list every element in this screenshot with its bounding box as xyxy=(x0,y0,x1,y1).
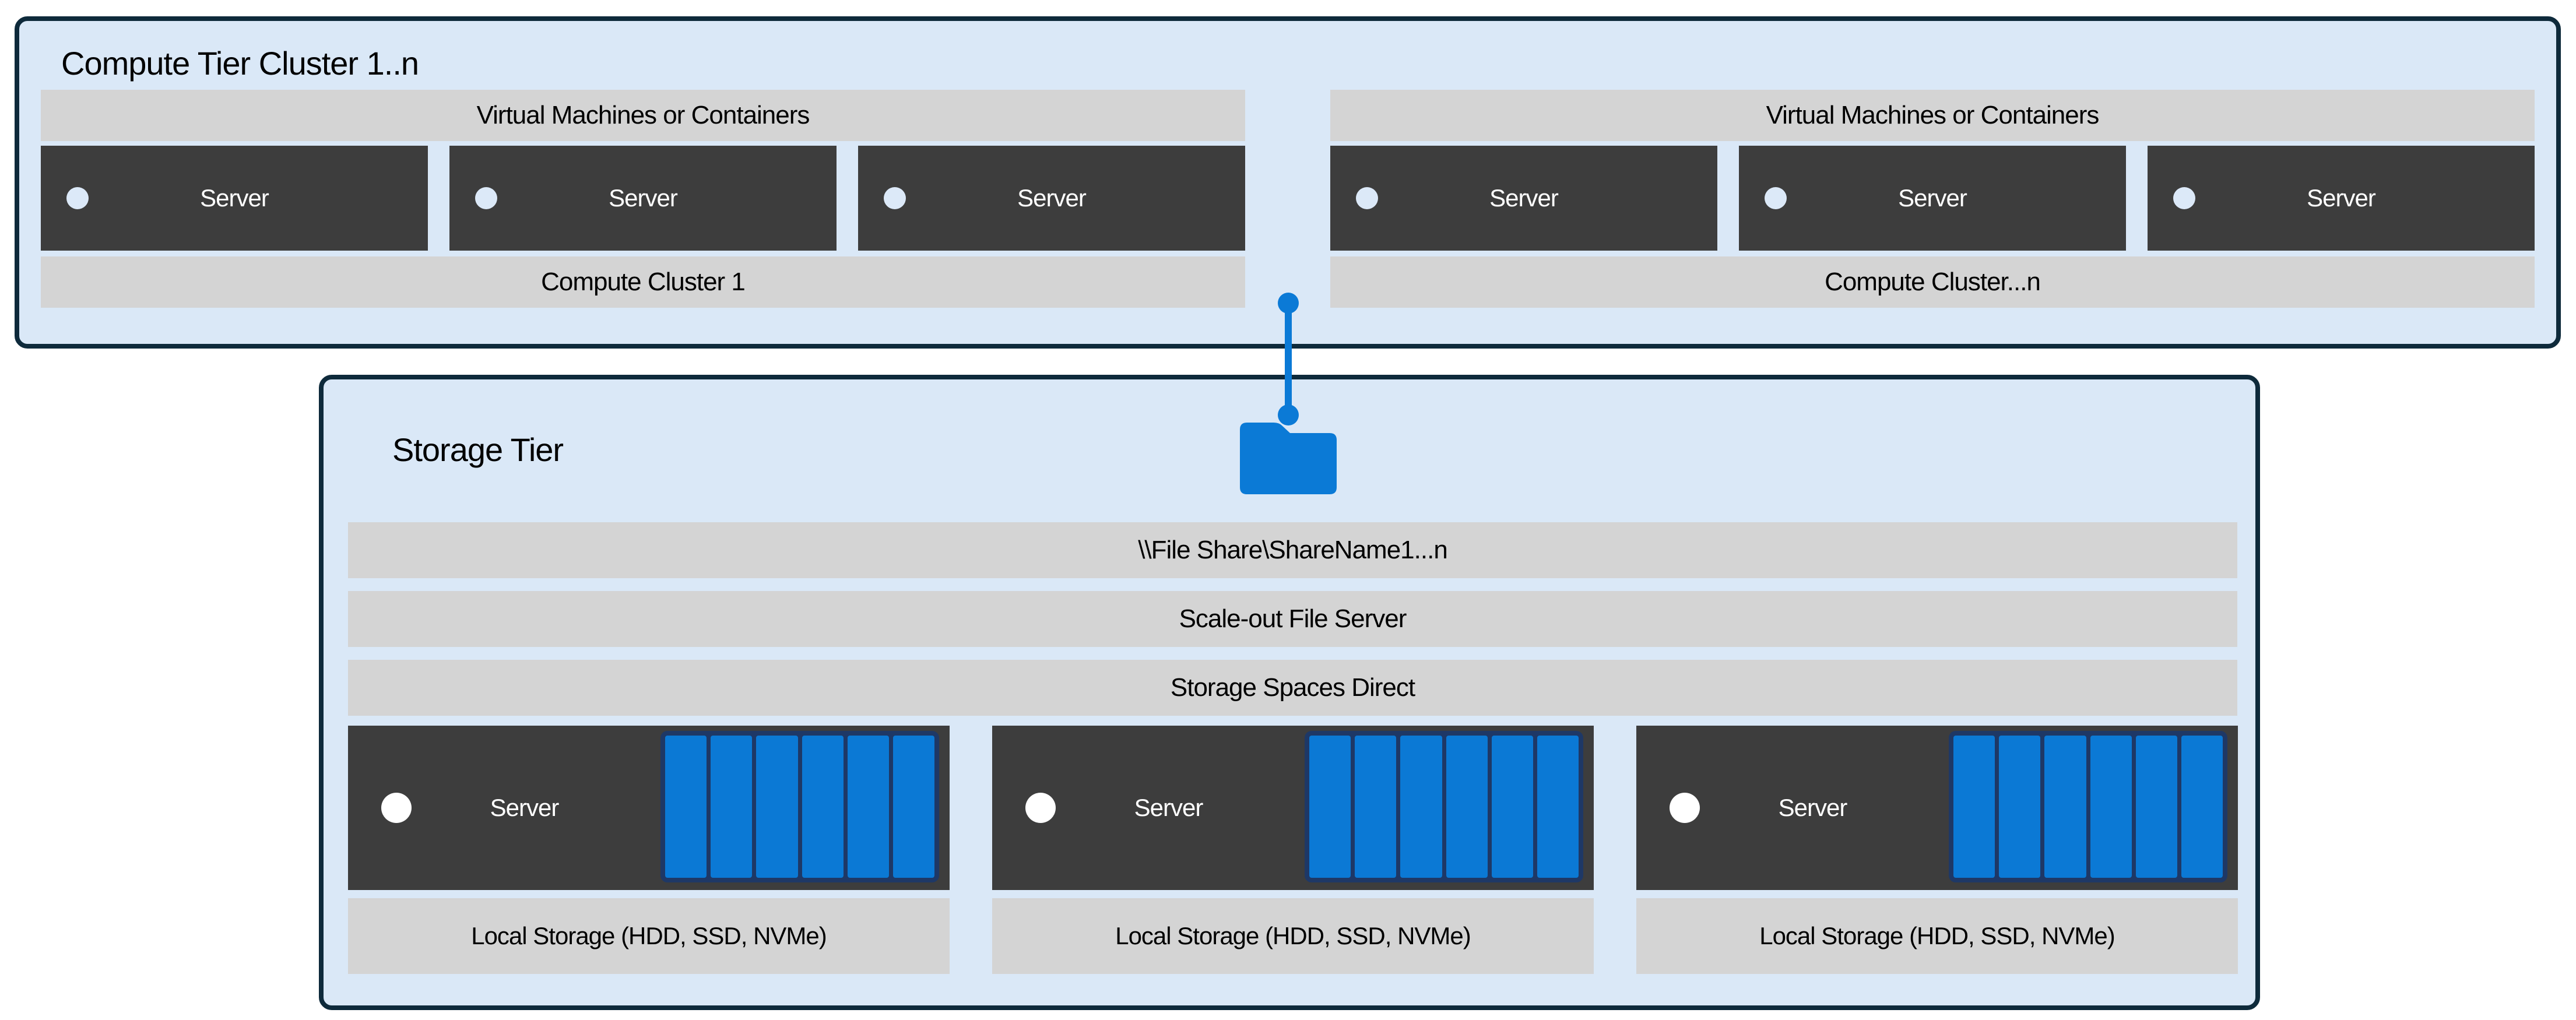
local-storage-label-bar: Local Storage (HDD, SSD, NVMe) xyxy=(348,898,950,974)
server-label: Server xyxy=(200,184,269,212)
disk xyxy=(847,736,889,878)
disk-array xyxy=(1949,731,2227,882)
disk xyxy=(1999,736,2041,878)
folder-icon xyxy=(1240,423,1337,494)
server-label: Server xyxy=(2307,184,2376,212)
power-indicator-icon xyxy=(381,793,412,823)
disk xyxy=(1953,736,1995,878)
storage-spaces-direct-layer-bar: Storage Spaces Direct xyxy=(348,660,2237,716)
power-indicator-icon xyxy=(1356,187,1378,209)
vm-containers-bar: Virtual Machines or Containers xyxy=(1330,90,2535,141)
local-storage-label-bar: Local Storage (HDD, SSD, NVMe) xyxy=(1636,898,2238,974)
server-row: Server Server Server xyxy=(1330,146,2535,251)
power-indicator-icon xyxy=(475,187,497,209)
disk-array xyxy=(1305,731,1583,882)
power-indicator-icon xyxy=(1670,793,1700,823)
compute-tier-box: Compute Tier Cluster 1..n Virtual Machin… xyxy=(15,16,2561,349)
compute-server: Server xyxy=(449,146,837,251)
disk xyxy=(711,736,753,878)
disk xyxy=(1400,736,1442,878)
vm-containers-bar: Virtual Machines or Containers xyxy=(41,90,1245,141)
disk xyxy=(756,736,798,878)
server-label: Server xyxy=(490,794,560,821)
local-storage-label-bar: Local Storage (HDD, SSD, NVMe) xyxy=(992,898,1594,974)
disk-array xyxy=(660,731,939,882)
storage-tier-title: Storage Tier xyxy=(392,431,564,468)
disk xyxy=(2090,736,2132,878)
compute-server: Server xyxy=(858,146,1245,251)
compute-server: Server xyxy=(1739,146,2126,251)
disk xyxy=(2044,736,2086,878)
server-row: Server Server Server xyxy=(41,146,1245,251)
compute-cluster-n-label-bar: Compute Cluster...n xyxy=(1330,256,2535,308)
storage-server: Server xyxy=(1636,726,2238,890)
power-indicator-icon xyxy=(1025,793,1056,823)
disk xyxy=(665,736,707,878)
compute-server: Server xyxy=(41,146,428,251)
power-indicator-icon xyxy=(2173,187,2195,209)
server-label: Server xyxy=(1778,794,1848,821)
disk xyxy=(1309,736,1351,878)
compute-cluster-1-label-bar: Compute Cluster 1 xyxy=(41,256,1245,308)
server-label: Server xyxy=(1898,184,1967,212)
power-indicator-icon xyxy=(1765,187,1787,209)
disk xyxy=(1355,736,1397,878)
power-indicator-icon xyxy=(66,187,89,209)
power-indicator-icon xyxy=(884,187,906,209)
compute-server: Server xyxy=(1330,146,1717,251)
disk xyxy=(1446,736,1488,878)
storage-server: Server xyxy=(348,726,950,890)
storage-tier-box: Storage Tier \\File Share\ShareName1...n… xyxy=(319,375,2260,1010)
server-label: Server xyxy=(1017,184,1087,212)
compute-cluster-1: Virtual Machines or Containers Server Se… xyxy=(41,90,1245,309)
compute-tier-title: Compute Tier Cluster 1..n xyxy=(61,45,419,82)
connector-dot-bottom xyxy=(1278,405,1299,425)
scale-out-file-server-layer-bar: Scale-out File Server xyxy=(348,591,2237,647)
compute-cluster-n: Virtual Machines or Containers Server Se… xyxy=(1330,90,2535,309)
server-label: Server xyxy=(1489,184,1559,212)
file-share-layer-bar: \\File Share\ShareName1...n xyxy=(348,522,2237,578)
disk xyxy=(2135,736,2177,878)
connector-dot-top xyxy=(1278,293,1299,314)
storage-server: Server xyxy=(992,726,1594,890)
disk xyxy=(1537,736,1579,878)
disk xyxy=(892,736,935,878)
disk xyxy=(1491,736,1533,878)
disk xyxy=(802,736,844,878)
disk xyxy=(2181,736,2223,878)
connector-line xyxy=(1285,303,1292,415)
compute-server: Server xyxy=(2148,146,2535,251)
server-label: Server xyxy=(609,184,678,212)
server-label: Server xyxy=(1134,794,1204,821)
